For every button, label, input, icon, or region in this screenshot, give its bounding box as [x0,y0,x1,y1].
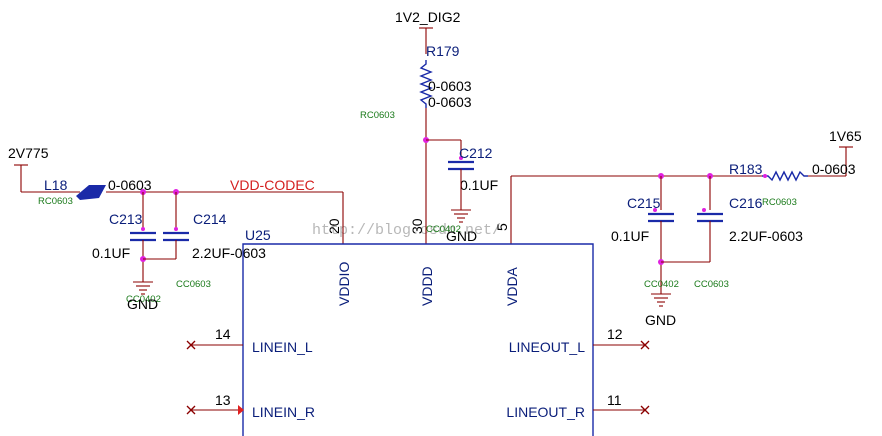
c212-value: 0.1UF [460,177,498,193]
c215-ground-symbol [651,293,671,307]
pin-name-linein-l: LINEIN_L [252,339,313,355]
pin-name-vddio: VDDIO [336,262,352,306]
no-connect-pin13 [186,405,196,415]
pin-number-vddd: 30 [409,218,425,234]
c214-package: CC0603 [176,279,211,290]
capacitor-c216: C216 2.2UF-0603 CC0603 [661,176,803,290]
inductor-l18: L18 0-0603 RC0603 [38,177,152,207]
capacitor-c212: C212 0.1UF CC0402 GND [423,137,498,244]
c212-gnd-label: GND [446,228,477,244]
l18-ref: L18 [44,177,68,193]
pin-name-lineout-l: LINEOUT_L [509,339,585,355]
c213-gnd-label: GND [127,296,158,312]
capacitor-c213: C213 0.1UF CC0402 GND [92,192,161,312]
label-2v775: 2V775 [8,145,49,161]
c213-package: CC0402 [126,294,161,305]
resistor-r179: R179 0-0603 0-0603 RC0603 [360,43,472,244]
r179-value: 0-0603 [428,78,472,94]
c215-gnd-label: GND [645,312,676,328]
pin-number-vddio: 20 [326,218,342,234]
c216-pin-dot [702,208,706,212]
r183-value: 0-0603 [812,161,856,177]
c213-ref: C213 [109,211,143,227]
c212-package: CC0402 [426,224,461,235]
c216-package: CC0603 [694,279,729,290]
pin-number-linein-r: 13 [215,392,231,408]
r183-body [762,170,808,182]
pin-name-vddd: VDDD [419,266,435,306]
pin-number-linein-l: 14 [215,326,231,342]
rail-1v2-dig2: 1V2_DIG2 [395,9,461,54]
pin-number-lineout-l: 12 [607,326,623,342]
ic-u25: U25 20 30 5 VDDIO VDDD VDDA 14 LINEIN_L … [186,218,650,436]
capacitor-c215: C215 0.1UF CC0402 GND [611,176,679,328]
net-vdda [510,173,762,244]
pin-name-lineout-r: LINEOUT_R [506,404,585,420]
no-connect-pin12 [640,340,650,350]
capacitor-c214: C214 2.2UF-0603 CC0603 [143,192,266,290]
c214-ref: C214 [193,211,227,227]
c212-ground-symbol [451,209,471,223]
u25-ref: U25 [245,227,271,243]
c215-pin-dot [653,208,657,212]
u25-body [242,243,594,436]
c214-pin-dot [174,227,178,231]
label-vdd-codec: VDD-CODEC [230,177,315,193]
r179-body [419,60,433,108]
r183-pin-dot [763,174,767,178]
c213-pin-dot [141,227,145,231]
c212-ref: C212 [459,145,493,161]
c213-ground-symbol [133,281,153,295]
pin-number-vdda: 5 [494,223,510,231]
r179-ref: R179 [426,43,460,59]
c216-value: 2.2UF-0603 [729,228,803,244]
pin-name-vdda: VDDA [504,266,520,306]
l18-body [76,185,106,200]
pin-number-lineout-r: 11 [607,392,622,408]
rail-1v65: 1V65 [808,128,862,177]
c215-value: 0.1UF [611,228,649,244]
r183-ref: R183 [729,161,763,177]
r183-package: RC0603 [762,197,797,208]
rail-2v775: 2V775 [8,145,80,193]
l18-value: 0-0603 [108,177,152,193]
r179-value-2: 0-0603 [428,94,472,110]
no-connect-pin14 [186,340,196,350]
pin-name-linein-r: LINEIN_R [252,404,315,420]
label-1v65: 1V65 [829,128,862,144]
c212-pin-dot [459,156,463,160]
l18-package: RC0603 [38,196,73,207]
pin13-marker [238,405,244,415]
c215-ref: C215 [627,195,661,211]
c216-ref: C216 [729,195,763,211]
resistor-r183: R183 0-0603 RC0603 [729,161,856,208]
c214-value: 2.2UF-0603 [192,245,266,261]
c215-package: CC0402 [644,279,679,290]
watermark-text: http://blog.csdn.net/ [312,222,501,239]
c213-value: 0.1UF [92,245,130,261]
net-vdd-codec: VDD-CODEC [106,177,344,244]
r179-package: RC0603 [360,110,395,121]
no-connect-pin11 [640,405,650,415]
label-1v2-dig2: 1V2_DIG2 [395,9,461,25]
